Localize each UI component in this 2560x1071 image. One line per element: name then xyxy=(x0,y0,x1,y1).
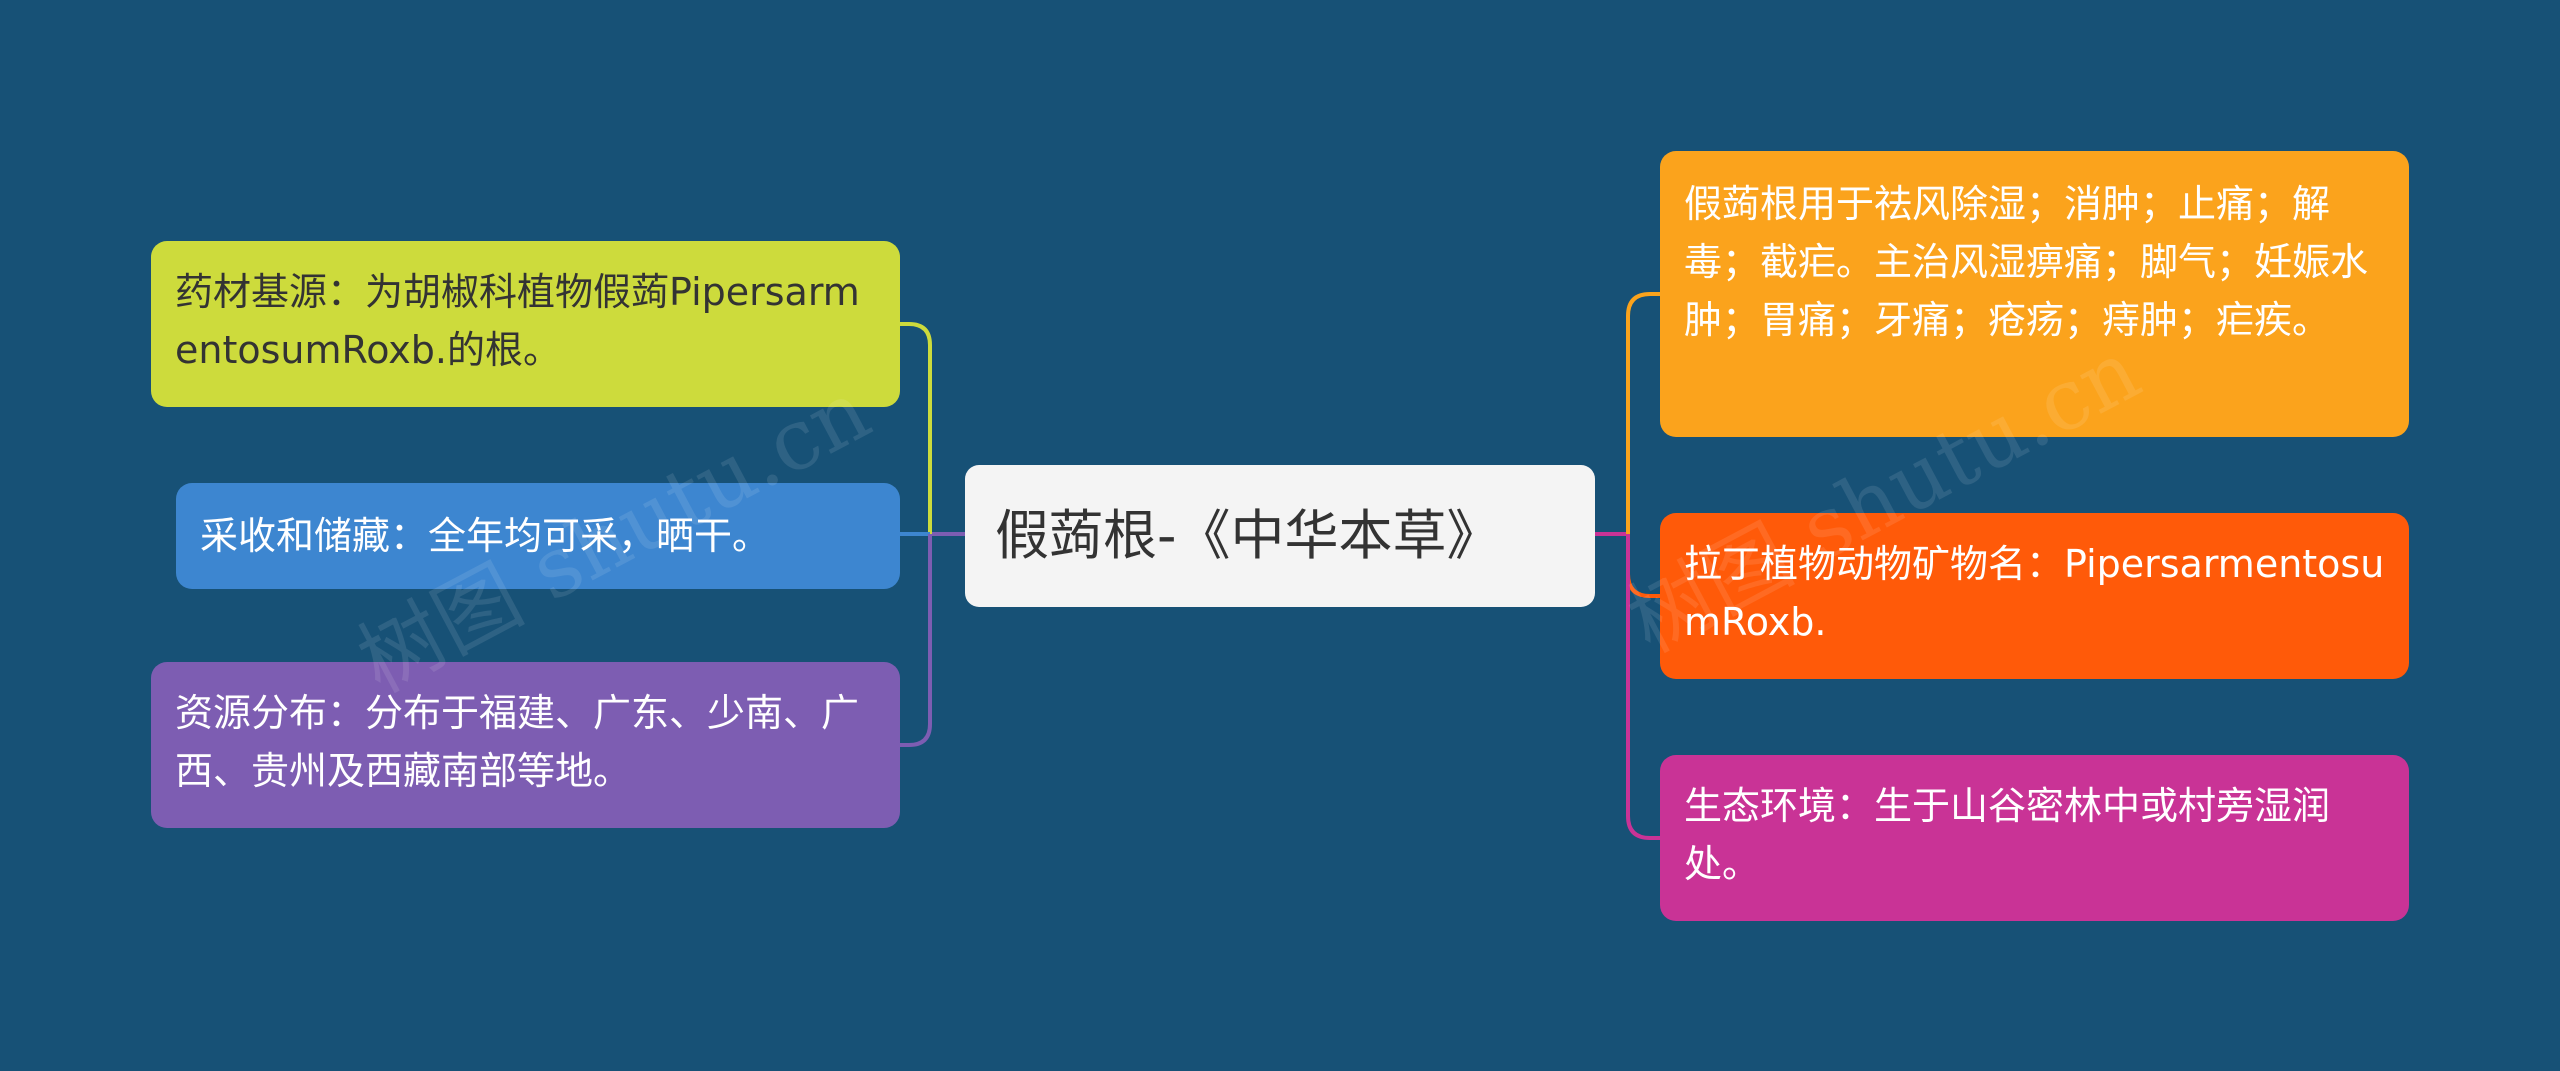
topic-latin-name[interactable]: 拉丁植物动物矿物名：PipersarmentosumRoxb. xyxy=(1660,513,2409,679)
topic-usage-label: 假蒟根用于祛风除湿；消肿；止痛；解毒；截疟。主治风湿痹痛；脚气；妊娠水肿；胃痛；… xyxy=(1684,182,2369,342)
topic-usage[interactable]: 假蒟根用于祛风除湿；消肿；止痛；解毒；截疟。主治风湿痹痛；脚气；妊娠水肿；胃痛；… xyxy=(1660,151,2409,437)
topic-distribution-label: 资源分布：分布于福建、广东、少南、广西、贵州及西藏南部等地。 xyxy=(175,691,860,793)
topic-distribution[interactable]: 资源分布：分布于福建、广东、少南、广西、贵州及西藏南部等地。 xyxy=(151,662,900,828)
root-topic-label: 假蒟根-《中华本草》 xyxy=(995,504,1501,567)
topic-harvest-label: 采收和储藏：全年均可采，晒干。 xyxy=(200,514,771,558)
connector-source xyxy=(900,322,932,534)
connector-usage xyxy=(1626,292,1660,534)
topic-habitat[interactable]: 生态环境：生于山谷密林中或村旁湿润处。 xyxy=(1660,755,2409,921)
connector-distrib xyxy=(900,534,932,747)
root-topic[interactable]: 假蒟根-《中华本草》 xyxy=(965,465,1595,607)
topic-source[interactable]: 药材基源：为胡椒科植物假蒟PipersarmentosumRoxb.的根。 xyxy=(151,241,900,407)
topic-latin-name-label: 拉丁植物动物矿物名：PipersarmentosumRoxb. xyxy=(1684,542,2385,644)
connector-latin xyxy=(1626,534,1660,598)
connector-habitat xyxy=(1626,534,1660,840)
topic-source-label: 药材基源：为胡椒科植物假蒟PipersarmentosumRoxb.的根。 xyxy=(175,270,860,372)
topic-harvest[interactable]: 采收和储藏：全年均可采，晒干。 xyxy=(176,483,900,589)
topic-habitat-label: 生态环境：生于山谷密林中或村旁湿润处。 xyxy=(1684,784,2331,886)
